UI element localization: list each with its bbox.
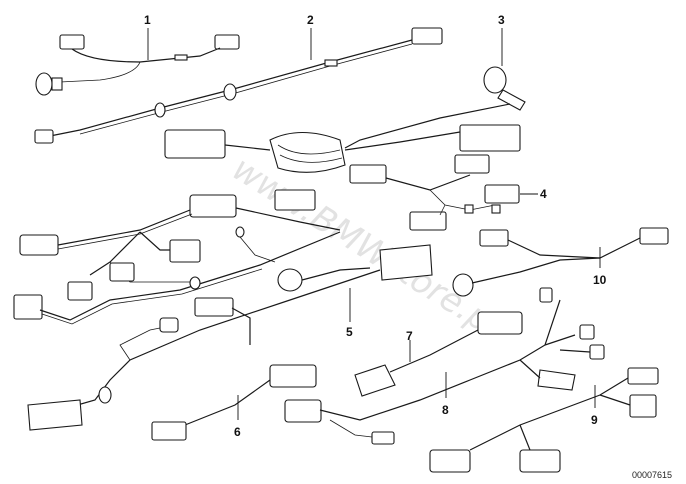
harness-part-5[interactable] <box>27 244 433 431</box>
callout-number-1: 1 <box>144 13 151 27</box>
harness-part-10[interactable] <box>452 227 669 297</box>
harness-part-6[interactable] <box>151 364 317 441</box>
callout-number-8: 8 <box>442 403 449 417</box>
callout-number-10: 10 <box>593 273 607 287</box>
callout-number-6: 6 <box>234 425 241 439</box>
callout-6: 6 <box>234 395 241 439</box>
harness-part-2[interactable] <box>34 27 443 144</box>
callout-1: 1 <box>144 13 151 60</box>
callout-number-5: 5 <box>346 325 353 339</box>
callout-4: 4 <box>520 187 547 201</box>
callout-number-2: 2 <box>307 13 314 27</box>
callout-8: 8 <box>442 372 449 417</box>
callout-9: 9 <box>591 385 598 427</box>
document-number: 00007615 <box>632 470 672 480</box>
callout-5: 5 <box>346 288 353 339</box>
harness-part-4[interactable] <box>349 154 520 231</box>
callout-number-9: 9 <box>591 413 598 427</box>
harness-part-1[interactable] <box>35 34 240 96</box>
callout-number-3: 3 <box>498 13 505 27</box>
callout-7: 7 <box>406 329 413 362</box>
harness-part-3[interactable] <box>164 66 526 173</box>
callout-number-7: 7 <box>406 329 413 343</box>
callout-3: 3 <box>498 13 505 66</box>
harness-part-8[interactable] <box>284 287 605 445</box>
callout-2: 2 <box>307 13 314 60</box>
harness-part-9[interactable] <box>429 367 659 473</box>
callout-10: 10 <box>593 247 607 287</box>
callout-number-4: 4 <box>540 187 547 201</box>
harness-left-main[interactable] <box>13 189 371 325</box>
harness-part-7[interactable] <box>354 311 523 397</box>
